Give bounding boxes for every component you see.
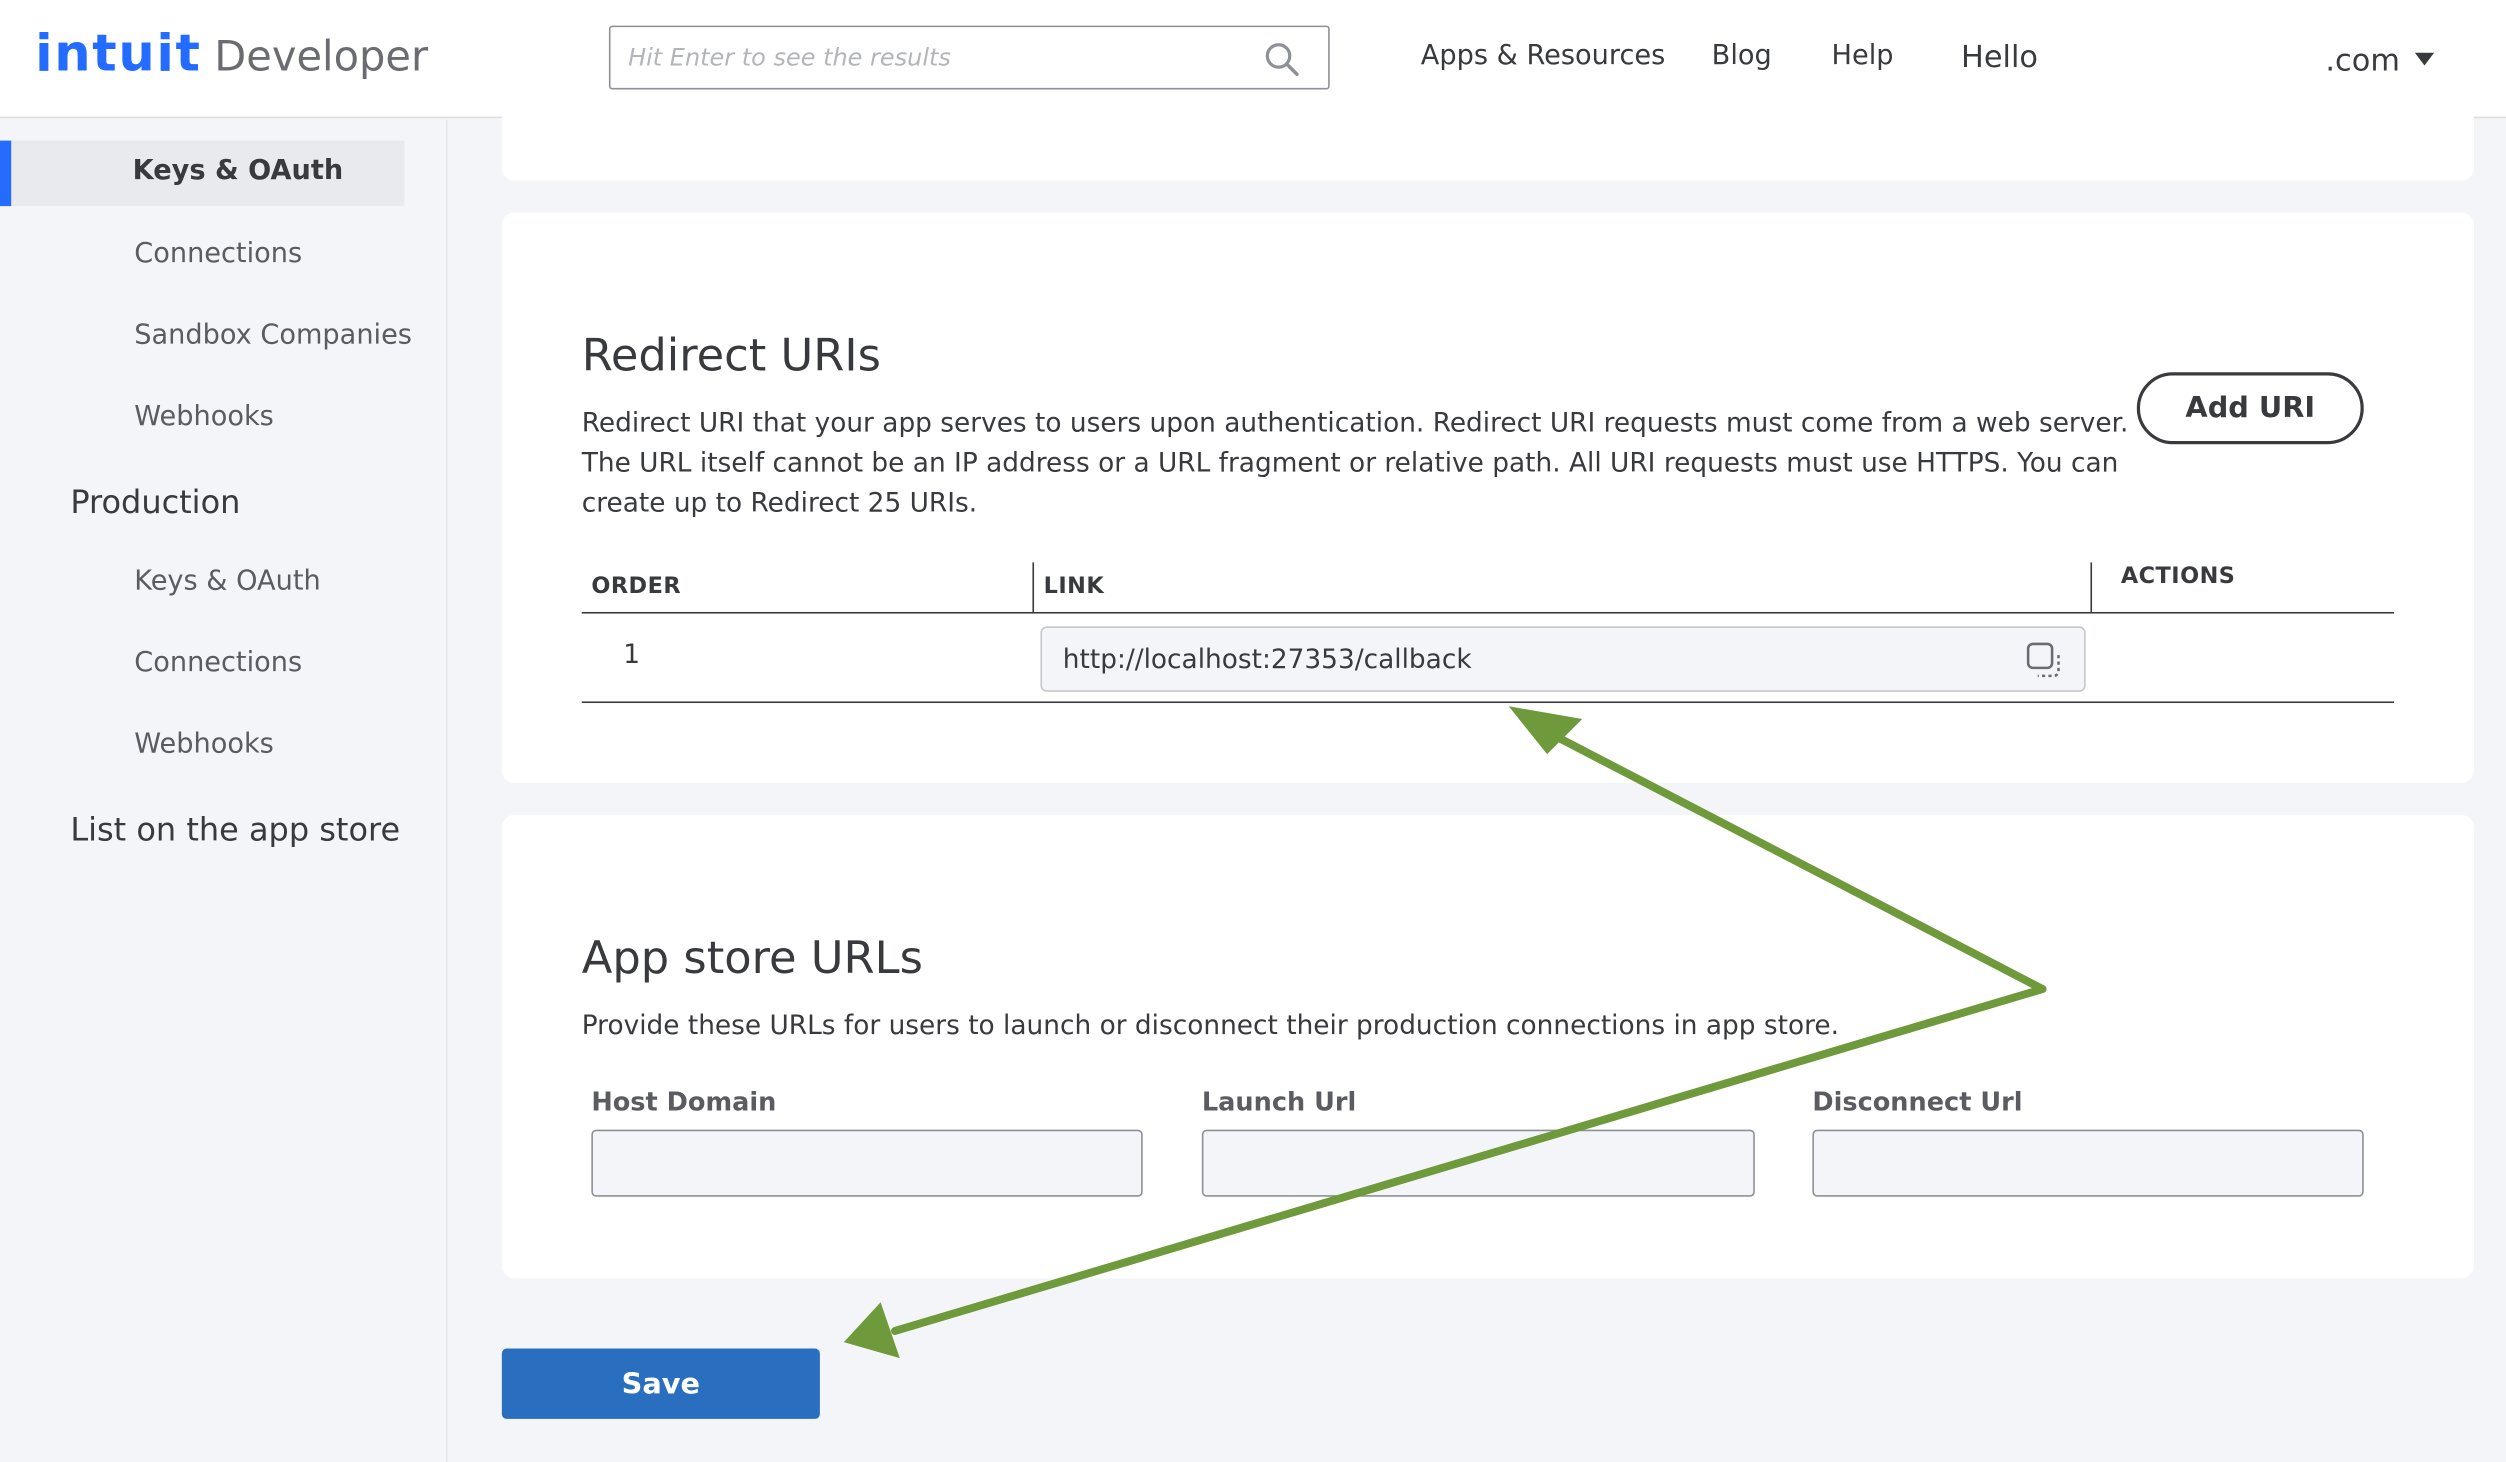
sidebar-item-keys-oauth[interactable]: Keys & OAuth xyxy=(132,154,344,187)
sidebar xyxy=(0,119,448,1462)
launch-url-input[interactable] xyxy=(1201,1129,1755,1197)
logo-mark: intuit xyxy=(35,22,202,84)
sidebar-item-list-on-app-store[interactable]: List on the app store xyxy=(70,810,401,849)
account-domain[interactable]: .com xyxy=(2325,43,2400,79)
nav-blog[interactable]: Blog xyxy=(1711,39,1772,72)
logo-product: Developer xyxy=(214,33,429,82)
redirect-uri-field xyxy=(1040,626,2086,692)
search-box xyxy=(608,25,1330,90)
launch-url-label: Launch Url xyxy=(1201,1086,1357,1117)
intuit-developer-logo[interactable]: intuit Developer xyxy=(35,22,428,83)
save-button[interactable]: Save xyxy=(501,1348,820,1419)
sidebar-heading-production[interactable]: Production xyxy=(70,482,241,521)
search-input[interactable] xyxy=(610,27,1250,88)
sidebar-item-sandbox-companies[interactable]: Sandbox Companies xyxy=(134,319,412,352)
settings-card-top xyxy=(501,95,2475,181)
add-uri-button[interactable]: Add URI xyxy=(2136,372,2364,445)
redirect-uris-description: Redirect URI that your app serves to use… xyxy=(581,403,2129,523)
redirect-uri-input[interactable] xyxy=(1042,627,2001,691)
sidebar-item-connections[interactable]: Connections xyxy=(134,238,303,271)
copy-icon[interactable] xyxy=(2023,641,2065,679)
nav-apps-resources[interactable]: Apps & Resources xyxy=(1420,39,1666,72)
column-header-order: ORDER xyxy=(591,573,682,600)
app-store-urls-card xyxy=(501,814,2475,1279)
column-header-actions: ACTIONS xyxy=(2120,564,2236,590)
row-order: 1 xyxy=(623,639,641,670)
sidebar-item-webhooks[interactable]: Webhooks xyxy=(134,401,274,434)
table-row: 1 xyxy=(582,614,2394,702)
sidebar-item-production-webhooks[interactable]: Webhooks xyxy=(134,728,274,761)
redirect-uris-title: Redirect URIs xyxy=(581,329,881,382)
column-divider xyxy=(1032,562,1035,612)
chevron-down-icon[interactable] xyxy=(2414,52,2435,66)
sidebar-item-production-keys-oauth[interactable]: Keys & OAuth xyxy=(134,565,321,598)
table-header-rule xyxy=(581,611,2395,614)
sidebar-item-production-connections[interactable]: Connections xyxy=(134,647,303,680)
host-domain-label: Host Domain xyxy=(591,1086,777,1117)
description-line: The URL itself cannot be an IP address o… xyxy=(581,447,2119,478)
description-line: create up to Redirect 25 URIs. xyxy=(581,487,978,518)
app-store-urls-title: App store URLs xyxy=(581,931,923,985)
nav-help[interactable]: Help xyxy=(1831,39,1894,72)
disconnect-url-label: Disconnect Url xyxy=(1812,1086,2023,1117)
column-divider xyxy=(2090,562,2093,612)
description-line: Redirect URI that your app serves to use… xyxy=(581,407,2129,438)
disconnect-url-input[interactable] xyxy=(1812,1129,2364,1197)
table-bottom-rule xyxy=(581,701,2395,704)
sidebar-active-highlight xyxy=(0,140,405,207)
sidebar-active-indicator xyxy=(0,140,12,207)
search-icon[interactable] xyxy=(1264,42,1299,77)
app-store-urls-description: Provide these URLs for users to launch o… xyxy=(581,1009,1839,1041)
greeting-text: Hello xyxy=(1961,39,2038,76)
host-domain-input[interactable] xyxy=(591,1129,1143,1197)
column-header-link: LINK xyxy=(1043,573,1105,600)
